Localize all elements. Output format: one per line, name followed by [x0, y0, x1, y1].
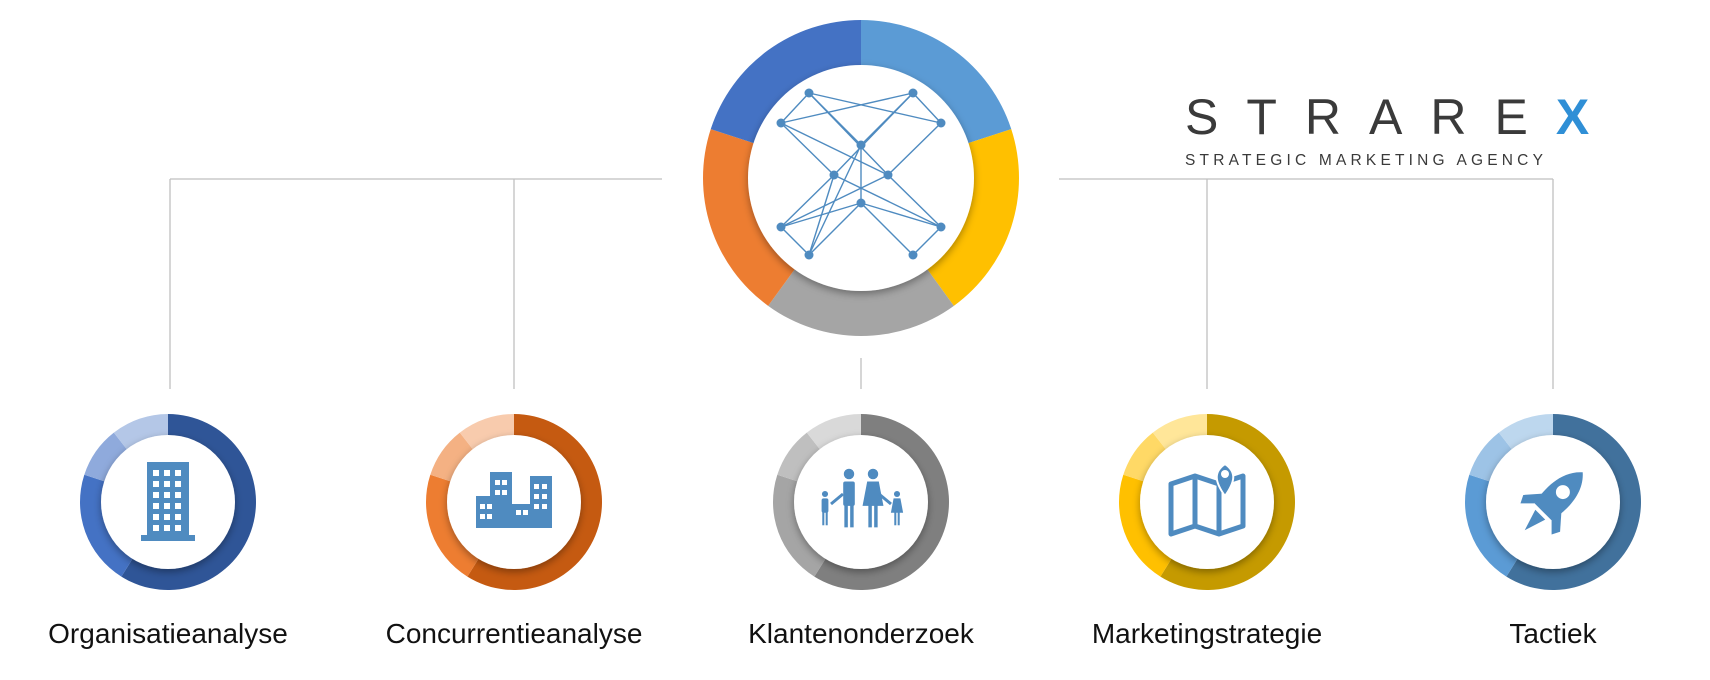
brand-name-accent: X [1555, 89, 1618, 145]
node-inner-circle [447, 435, 581, 569]
rocket-icon [1520, 472, 1583, 535]
hub-ring-segment [768, 266, 954, 336]
node-ring-start [773, 474, 827, 577]
process-node [773, 414, 950, 590]
family-icon [821, 468, 904, 528]
node-ring-lighter [1498, 414, 1553, 450]
hub-ring-segment [861, 20, 1012, 145]
map-pin-icon [1168, 462, 1246, 537]
office-building-icon [141, 462, 195, 541]
city-buildings-icon [476, 472, 552, 528]
node-ring-main [814, 414, 950, 590]
hub-ring-segment [703, 129, 797, 306]
node-ring-main [121, 414, 257, 591]
node-ring-start [1464, 474, 1519, 577]
node-label-klantenonderzoek: Klantenonderzoek [748, 618, 974, 649]
brand-logo: STRAREX STRATEGIC MARKETING AGENCY [1185, 89, 1589, 170]
hub-ring-segment [925, 129, 1019, 306]
node-label-marketingstrategie: Marketingstrategie [1091, 618, 1323, 649]
node-ring-main [1506, 414, 1641, 590]
node-inner-circle [1140, 435, 1274, 569]
node-ring-light [1123, 432, 1167, 482]
node-ring-light [84, 432, 128, 482]
node-ring-light [1469, 432, 1513, 482]
node-label-organisatieanalyse: Organisatieanalyse [48, 618, 288, 649]
node-ring-main [467, 414, 602, 590]
process-node [426, 414, 602, 590]
brand-name-main: STRARE [1185, 89, 1556, 145]
node-ring-main [1160, 414, 1295, 590]
node-ring-lighter [806, 414, 861, 450]
node-label-concurrentieanalyse: Concurrentieanalyse [385, 618, 643, 649]
network-x-icon [776, 88, 946, 260]
node-ring-light [430, 432, 474, 482]
process-node [80, 414, 257, 591]
node-ring-lighter [459, 414, 514, 450]
brand-tagline: STRATEGIC MARKETING AGENCY [1185, 152, 1548, 169]
connector-lines [169, 178, 1554, 389]
process-node [1119, 414, 1295, 590]
node-ring-lighter [113, 414, 168, 450]
process-nodes [80, 414, 1641, 591]
node-ring-lighter [1152, 414, 1207, 450]
hub-circle [703, 20, 1019, 336]
node-ring-start [80, 474, 134, 577]
process-node [1464, 414, 1641, 590]
node-ring-start [1119, 474, 1173, 577]
node-ring-light [777, 432, 821, 482]
node-inner-circle [794, 435, 928, 569]
hub-ring-segment [710, 20, 861, 145]
brand-name: STRAREX [1185, 89, 1589, 145]
node-label-tactiek: Tactiek [1509, 618, 1597, 649]
node-ring-start [426, 474, 480, 577]
